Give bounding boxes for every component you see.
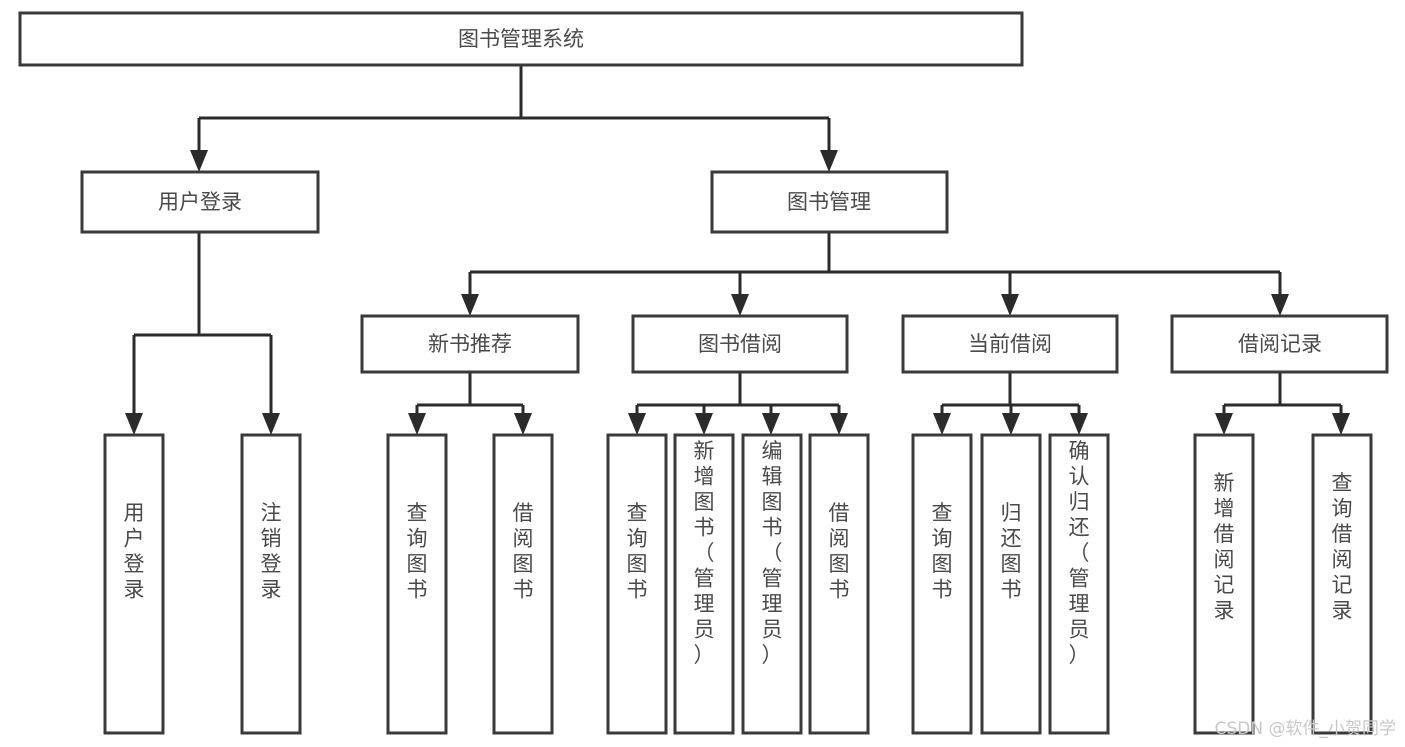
node-leaf-user-logout[interactable]: 注销登录 — [240, 433, 302, 735]
node-leaf-query-book-current-label: 查询图书 — [932, 501, 953, 602]
node-leaf-query-book-borrow-label: 查询图书 — [627, 501, 648, 602]
arrow-to-leaf-confirm-return — [1070, 413, 1088, 435]
node-leaf-borrow-book-recommend[interactable]: 借阅图书 — [492, 433, 554, 735]
node-leaf-edit-book-box — [741, 433, 803, 735]
node-leaf-confirm-return-label: 确认归还（管理员） — [1069, 439, 1090, 667]
node-user-login[interactable]: 用户登录 — [80, 170, 320, 234]
node-leaf-query-borrow-record-label: 查询借阅记录 — [1332, 471, 1353, 623]
node-leaf-user-login-label: 用户登录 — [124, 501, 145, 602]
node-leaf-add-borrow-record-label: 新增借阅记录 — [1214, 471, 1235, 623]
node-leaf-borrow-book-label: 借阅图书 — [829, 501, 850, 602]
node-leaf-query-book-recommend[interactable]: 查询图书 — [386, 433, 448, 735]
arrow-to-leaf-query-book-borrow — [628, 413, 646, 435]
node-leaf-user-login[interactable]: 用户登录 — [103, 433, 165, 735]
node-borrow-record[interactable]: 借阅记录 — [1170, 314, 1389, 374]
node-root-box — [18, 11, 1024, 67]
node-book-management-box — [710, 170, 949, 234]
node-leaf-query-book-recommend-label: 查询图书 — [407, 501, 428, 602]
arrow-to-leaf-add-borrow-record — [1215, 413, 1233, 435]
node-current-borrow[interactable]: 当前借阅 — [901, 314, 1119, 374]
node-leaf-add-borrow-record-box — [1193, 433, 1255, 735]
arrow-to-leaf-borrow-book-recommend — [514, 413, 532, 435]
arrow-to-leaf-return-book — [1002, 413, 1020, 435]
arrow-to-leaf-edit-book — [762, 413, 780, 435]
node-leaf-add-borrow-record[interactable]: 新增借阅记录 — [1193, 433, 1255, 735]
node-leaf-user-login-box — [103, 433, 165, 735]
arrow-to-leaf-query-book-current — [933, 413, 951, 435]
node-leaf-borrow-book-recommend-label: 借阅图书 — [513, 501, 534, 602]
node-new-book-recommend-label: 新书推荐 — [428, 332, 512, 356]
node-leaf-add-book-label: 新增图书（管理员） — [694, 439, 715, 667]
arrow-to-leaf-query-borrow-record — [1332, 413, 1350, 435]
arrow-to-leaf-user-logout — [262, 413, 280, 435]
node-leaf-edit-book[interactable]: 编辑图书（管理员） — [741, 433, 803, 735]
node-leaf-add-book[interactable]: 新增图书（管理员） — [673, 433, 735, 735]
node-current-borrow-box — [901, 314, 1119, 374]
node-borrow-record-label: 借阅记录 — [1238, 332, 1322, 356]
node-leaf-return-book-box — [980, 433, 1042, 735]
csdn-watermark: CSDN @软件_小贺同学 — [1215, 719, 1396, 739]
node-book-borrow-label: 图书借阅 — [698, 332, 782, 356]
node-new-book-recommend[interactable]: 新书推荐 — [360, 314, 580, 374]
arrow-to-leaf-query-book-recommend — [408, 413, 426, 435]
node-user-login-label: 用户登录 — [158, 190, 242, 214]
node-book-borrow[interactable]: 图书借阅 — [631, 314, 849, 374]
arrow-to-leaf-add-book — [695, 413, 713, 435]
node-leaf-borrow-book[interactable]: 借阅图书 — [808, 433, 870, 735]
node-leaf-query-book-borrow[interactable]: 查询图书 — [606, 433, 668, 735]
arrow-to-new-book-recommend — [461, 294, 479, 316]
connector-layer — [125, 65, 1350, 435]
node-root[interactable]: 图书管理系统 — [18, 11, 1024, 67]
node-leaf-borrow-book-recommend-box — [492, 433, 554, 735]
node-book-borrow-box — [631, 314, 849, 374]
node-borrow-record-box — [1170, 314, 1389, 374]
node-leaf-return-book[interactable]: 归还图书 — [980, 433, 1042, 735]
node-leaf-user-logout-box — [240, 433, 302, 735]
node-leaf-add-book-box — [673, 433, 735, 735]
node-leaf-borrow-book-box — [808, 433, 870, 735]
node-leaf-confirm-return-box — [1048, 433, 1110, 735]
arrow-to-leaf-borrow-book — [830, 413, 848, 435]
node-leaf-edit-book-label: 编辑图书（管理员） — [762, 439, 783, 667]
arrow-root-to-book-management — [820, 150, 838, 172]
arrow-to-borrow-record — [1271, 294, 1289, 316]
node-leaf-query-borrow-record[interactable]: 查询借阅记录 — [1311, 433, 1373, 735]
node-leaf-query-borrow-record-box — [1311, 433, 1373, 735]
node-book-management[interactable]: 图书管理 — [710, 170, 949, 234]
node-book-management-label: 图书管理 — [787, 190, 871, 214]
arrow-to-book-borrow — [731, 294, 749, 316]
node-leaf-query-book-current[interactable]: 查询图书 — [911, 433, 973, 735]
node-leaf-query-book-current-box — [911, 433, 973, 735]
arrow-to-current-borrow — [1001, 294, 1019, 316]
node-leaf-user-logout-label: 注销登录 — [261, 501, 282, 602]
node-leaf-return-book-label: 归还图书 — [1001, 501, 1022, 602]
node-user-login-box — [80, 170, 320, 234]
node-leaf-query-book-borrow-box — [606, 433, 668, 735]
arrow-root-to-user-login — [190, 150, 208, 172]
arrow-to-leaf-user-login — [125, 413, 143, 435]
node-current-borrow-label: 当前借阅 — [968, 332, 1052, 356]
node-leaf-confirm-return[interactable]: 确认归还（管理员） — [1048, 433, 1110, 735]
node-leaf-query-book-recommend-box — [386, 433, 448, 735]
node-root-label: 图书管理系统 — [458, 27, 584, 51]
node-new-book-recommend-box — [360, 314, 580, 374]
